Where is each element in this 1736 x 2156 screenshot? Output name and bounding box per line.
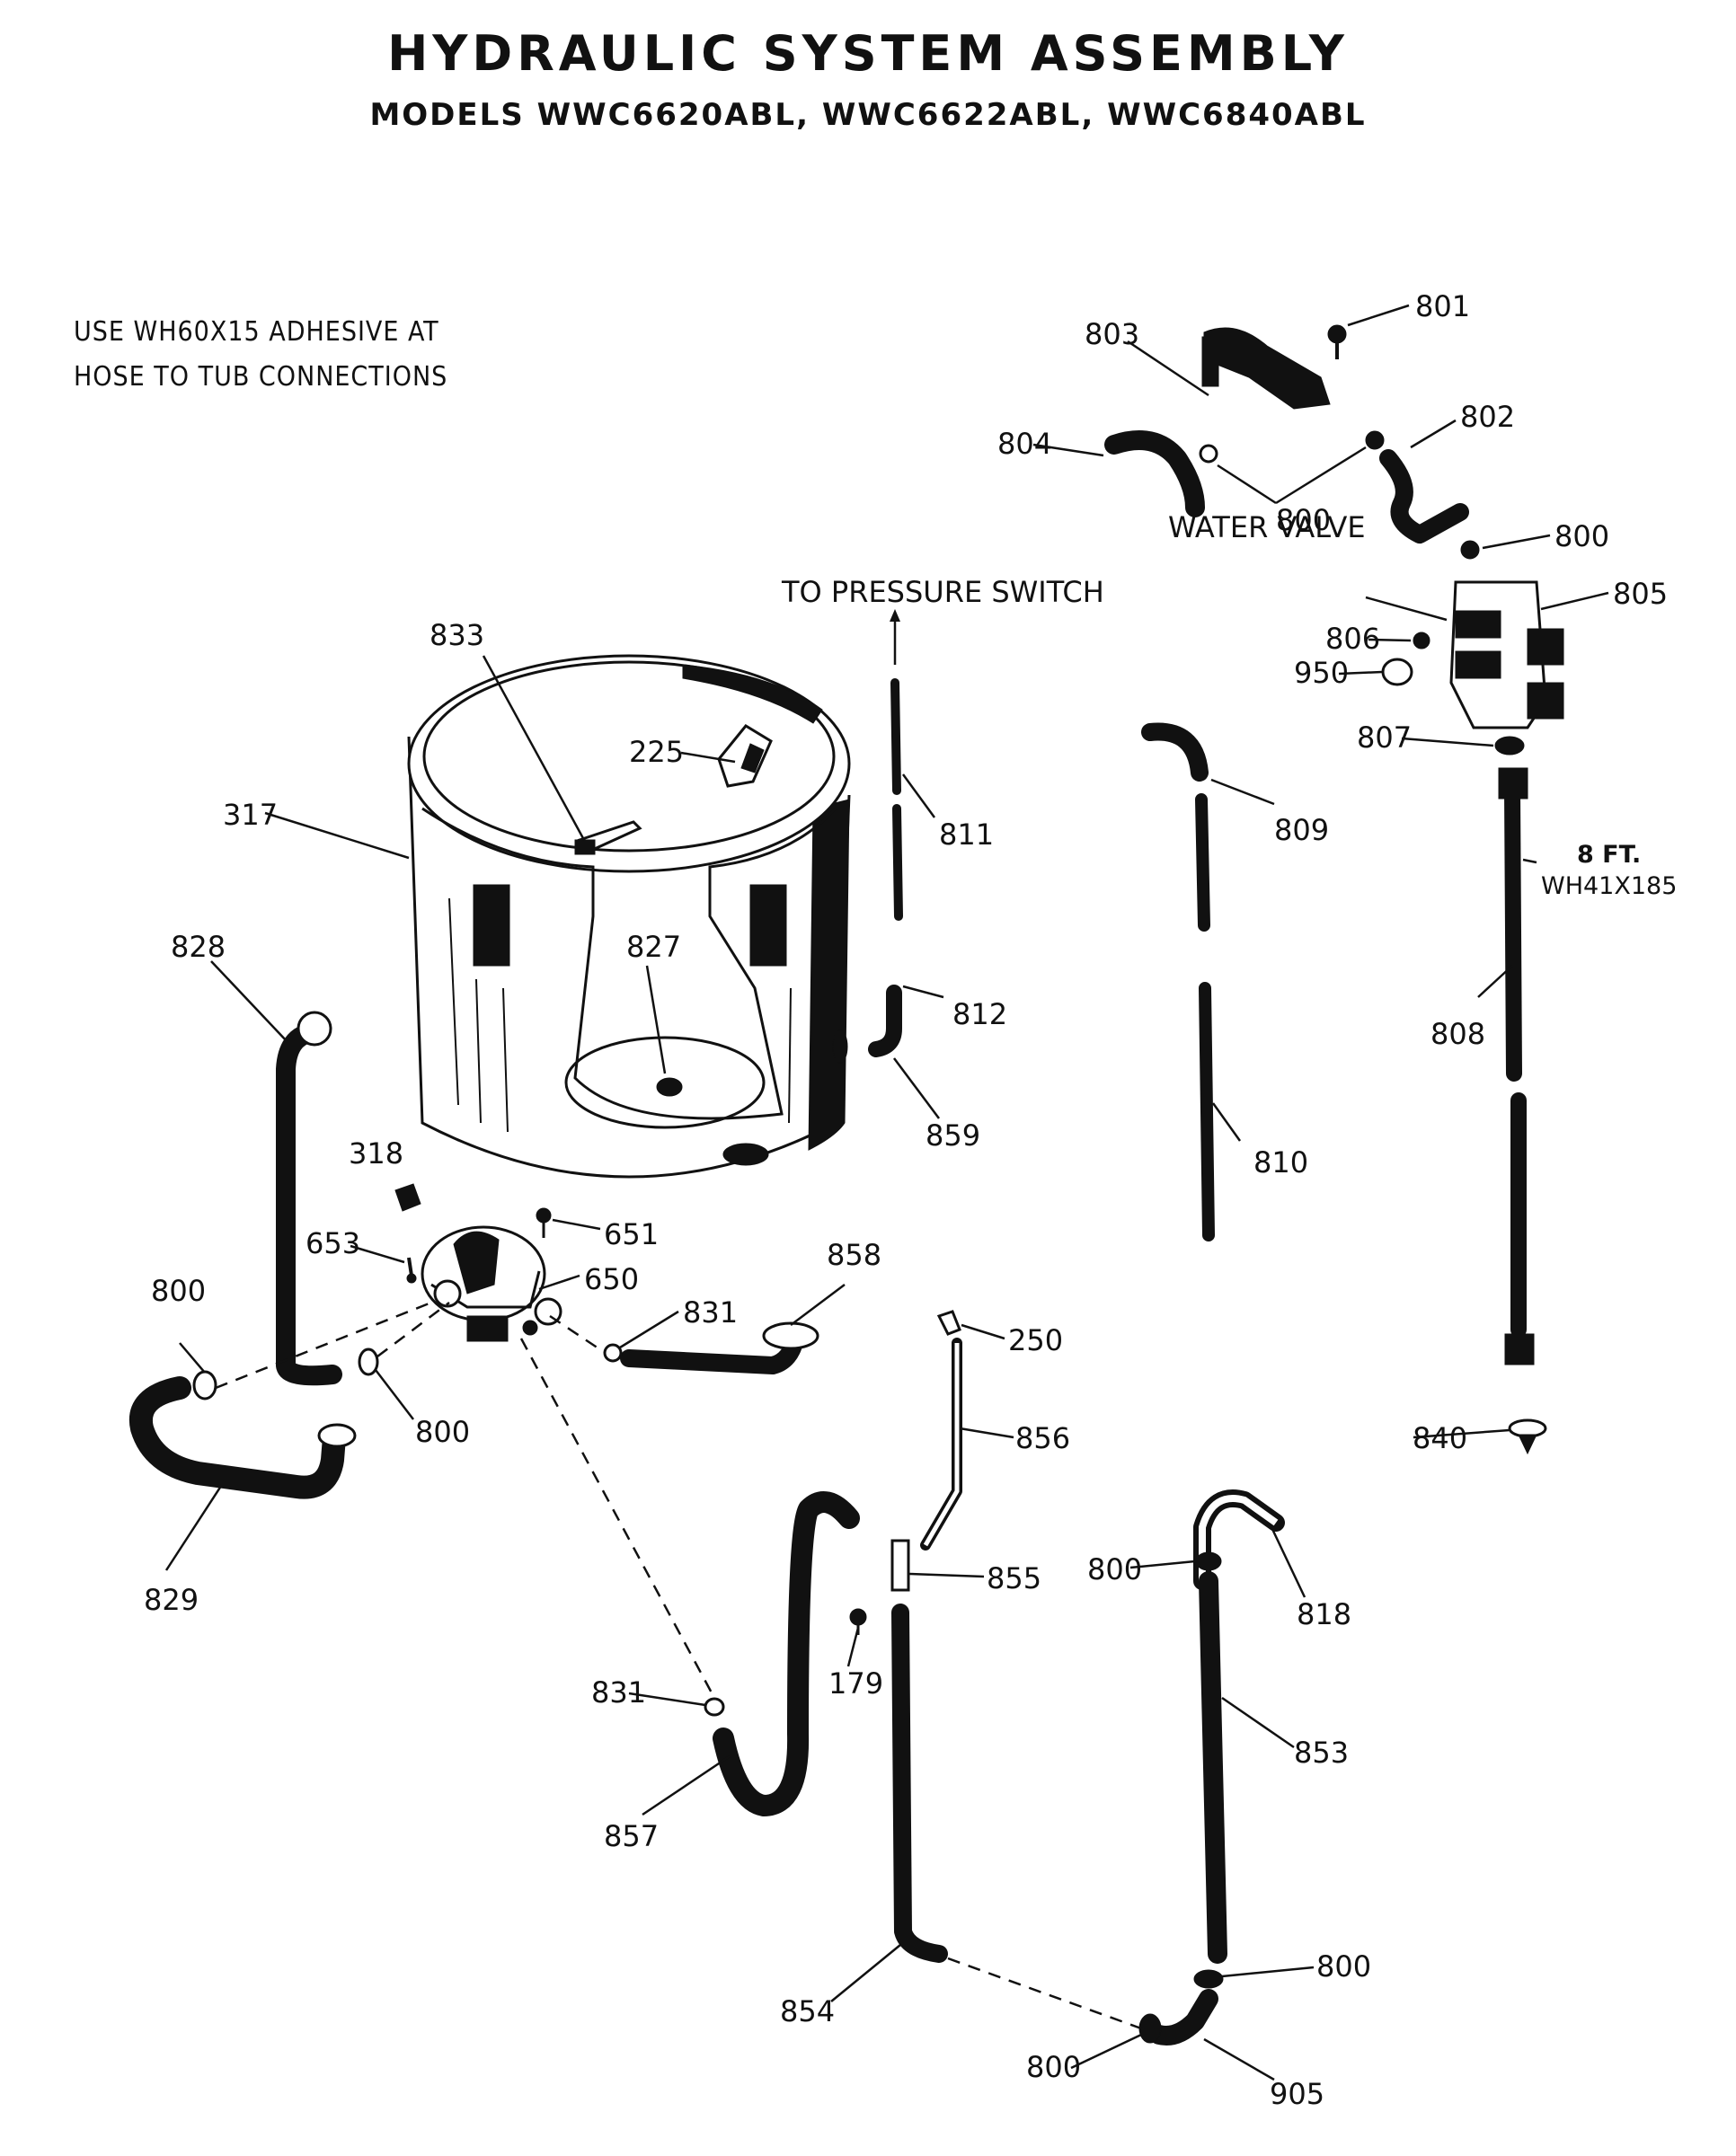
part-label-801: 801 — [1415, 289, 1470, 323]
part-label-803: 803 — [1085, 317, 1139, 351]
part-label-810: 810 — [1253, 1145, 1308, 1180]
part-label-800-left: 800 — [151, 1274, 206, 1308]
screw-part-651 — [536, 1207, 552, 1238]
clip-part-318 — [394, 1183, 421, 1212]
water-valve-assembly — [1201, 324, 1564, 755]
part-label-800-mid: 800 — [1087, 1552, 1142, 1586]
part-label-831-bottom: 831 — [591, 1675, 646, 1710]
hose-length-label: 8 FT. — [1577, 841, 1641, 869]
water-valve-label: WATER VALVE — [1168, 510, 1366, 544]
part-label-800-valve: 800 — [1554, 519, 1609, 553]
pump-part-650 — [421, 1225, 562, 1342]
part-label-829: 829 — [144, 1583, 199, 1617]
part-label-853: 853 — [1294, 1736, 1349, 1770]
part-label-831-top: 831 — [683, 1295, 738, 1330]
diagram-title: HYDRAULIC SYSTEM ASSEMBLY — [387, 25, 1349, 82]
part-label-800-pump: 800 — [415, 1415, 470, 1449]
part-label-806: 806 — [1325, 622, 1380, 656]
part-label-905: 905 — [1270, 2077, 1324, 2111]
part-label-225: 225 — [629, 735, 684, 769]
diagram-subtitle: MODELS WWC6620ABL, WWC6622ABL, WWC6840AB… — [369, 97, 1367, 133]
part-label-818: 818 — [1297, 1597, 1351, 1631]
part-label-827: 827 — [626, 930, 681, 964]
hoses — [128, 430, 1535, 2046]
adhesive-note-line-2: HOSE TO TUB CONNECTIONS — [74, 361, 448, 393]
assembly-lines — [215, 1301, 1142, 2030]
hose-clamps — [192, 430, 1480, 2044]
pressure-switch-label: TO PRESSURE SWITCH — [781, 575, 1104, 609]
part-label-804: 804 — [997, 427, 1052, 461]
pressure-switch-arrow — [890, 609, 900, 665]
part-label-840: 840 — [1413, 1421, 1467, 1455]
part-label-856: 856 — [1015, 1421, 1070, 1455]
tub-bracket-part-225 — [717, 724, 773, 788]
part-label-800-top: 800 — [1276, 503, 1331, 537]
part-label-858: 858 — [827, 1238, 881, 1272]
part-label-828: 828 — [171, 930, 226, 964]
part-label-833: 833 — [430, 618, 484, 652]
part-label-800-low: 800 — [1316, 1949, 1371, 1984]
hose-part-number-label: WH41X185 — [1541, 872, 1677, 900]
part-label-653: 653 — [306, 1226, 360, 1260]
adhesive-note: USE WH60X15 ADHESIVE AT HOSE TO TUB CONN… — [74, 310, 447, 400]
part-label-800-bottom: 800 — [1026, 2050, 1081, 2084]
plug-part-840 — [1508, 1418, 1547, 1455]
part-label-855: 855 — [987, 1561, 1041, 1595]
part-label-250: 250 — [1008, 1323, 1063, 1357]
part-label-859: 859 — [926, 1118, 980, 1153]
wash-tub — [407, 654, 851, 1179]
part-label-854: 854 — [780, 1994, 835, 2028]
part-label-802: 802 — [1460, 400, 1515, 434]
part-label-807: 807 — [1357, 720, 1412, 755]
part-label-812: 812 — [952, 997, 1007, 1031]
part-label-317: 317 — [223, 798, 278, 832]
clip-part-833 — [574, 820, 642, 855]
part-label-811: 811 — [939, 817, 994, 852]
screw-part-653 — [406, 1257, 417, 1284]
part-label-318: 318 — [349, 1136, 403, 1171]
part-label-805: 805 — [1613, 577, 1668, 611]
part-label-650: 650 — [584, 1262, 639, 1296]
part-label-808: 808 — [1430, 1017, 1485, 1051]
part-label-809: 809 — [1274, 813, 1329, 847]
part-label-651: 651 — [604, 1217, 659, 1251]
adhesive-note-line-1: USE WH60X15 ADHESIVE AT — [74, 316, 439, 348]
part-label-950: 950 — [1294, 656, 1349, 690]
part-label-179: 179 — [828, 1666, 883, 1701]
part-label-857: 857 — [604, 1819, 659, 1853]
leader-lines — [164, 304, 1609, 2081]
elbow-part-250 — [936, 1310, 961, 1336]
